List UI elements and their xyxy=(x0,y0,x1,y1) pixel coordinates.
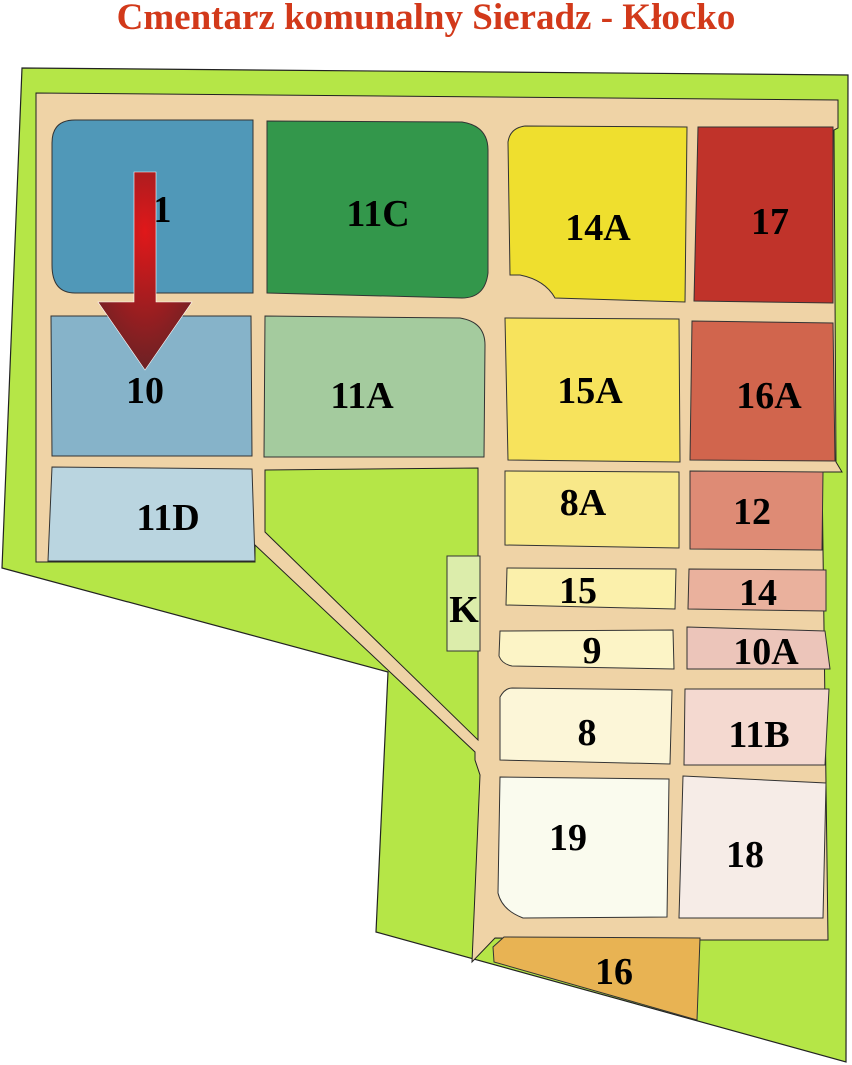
plot-11B[interactable]: 11B xyxy=(683,688,830,766)
plot-18[interactable]: 18 xyxy=(678,775,827,919)
plot-label: 18 xyxy=(726,834,764,876)
plot-9[interactable]: 9 xyxy=(498,629,675,672)
map-title: Cmentarz komunalny Sieradz - Kłocko xyxy=(116,0,736,38)
plot-8A[interactable]: 8A xyxy=(504,470,680,549)
inner-grass xyxy=(264,467,479,742)
plot-label: 10A xyxy=(733,631,799,673)
plot-label: 10 xyxy=(126,370,164,412)
plot-11C[interactable]: 11C xyxy=(266,120,489,299)
plot-19[interactable]: 19 xyxy=(497,776,670,919)
plot-15[interactable]: 15 xyxy=(505,567,677,612)
plot-11A[interactable]: 11A xyxy=(263,315,486,458)
plot-label: 8A xyxy=(560,482,607,524)
plot-label: 15 xyxy=(559,570,597,612)
plot-label: 16A xyxy=(736,375,802,417)
plot-label: 11C xyxy=(346,193,409,235)
plot-label: 11A xyxy=(330,375,394,417)
plot-16[interactable]: 16 xyxy=(492,936,701,1021)
plot-label: 14A xyxy=(565,207,631,249)
plot-15A[interactable]: 15A xyxy=(504,317,681,463)
plot-10[interactable]: 10 xyxy=(50,315,253,457)
plot-label: 11D xyxy=(136,497,199,539)
plot-label: K xyxy=(449,589,479,631)
plot-14[interactable]: 14 xyxy=(687,568,827,614)
plot-16A[interactable]: 16A xyxy=(689,320,836,462)
plot-10A[interactable]: 10A xyxy=(686,626,831,673)
plot-17[interactable]: 17 xyxy=(693,126,834,304)
plot-11D[interactable]: 11D xyxy=(47,466,256,562)
plot-label: 11B xyxy=(728,714,789,756)
plot-12[interactable]: 12 xyxy=(689,470,824,551)
plot-label: 12 xyxy=(733,491,771,533)
plot-label: 14 xyxy=(739,572,777,614)
plot-label: 1 xyxy=(153,189,172,231)
plot-label: 8 xyxy=(578,712,597,754)
plot-label: 15A xyxy=(557,370,623,412)
plot-label: 16 xyxy=(595,951,633,993)
plot-label: 9 xyxy=(583,630,602,672)
location-arrow-icon xyxy=(97,171,193,371)
plot-8[interactable]: 8 xyxy=(499,687,673,765)
plot-14A[interactable]: 14A xyxy=(507,125,688,303)
plot-label: 17 xyxy=(751,201,789,243)
plot-label: 19 xyxy=(549,817,587,859)
plot-K[interactable]: K xyxy=(446,555,481,652)
